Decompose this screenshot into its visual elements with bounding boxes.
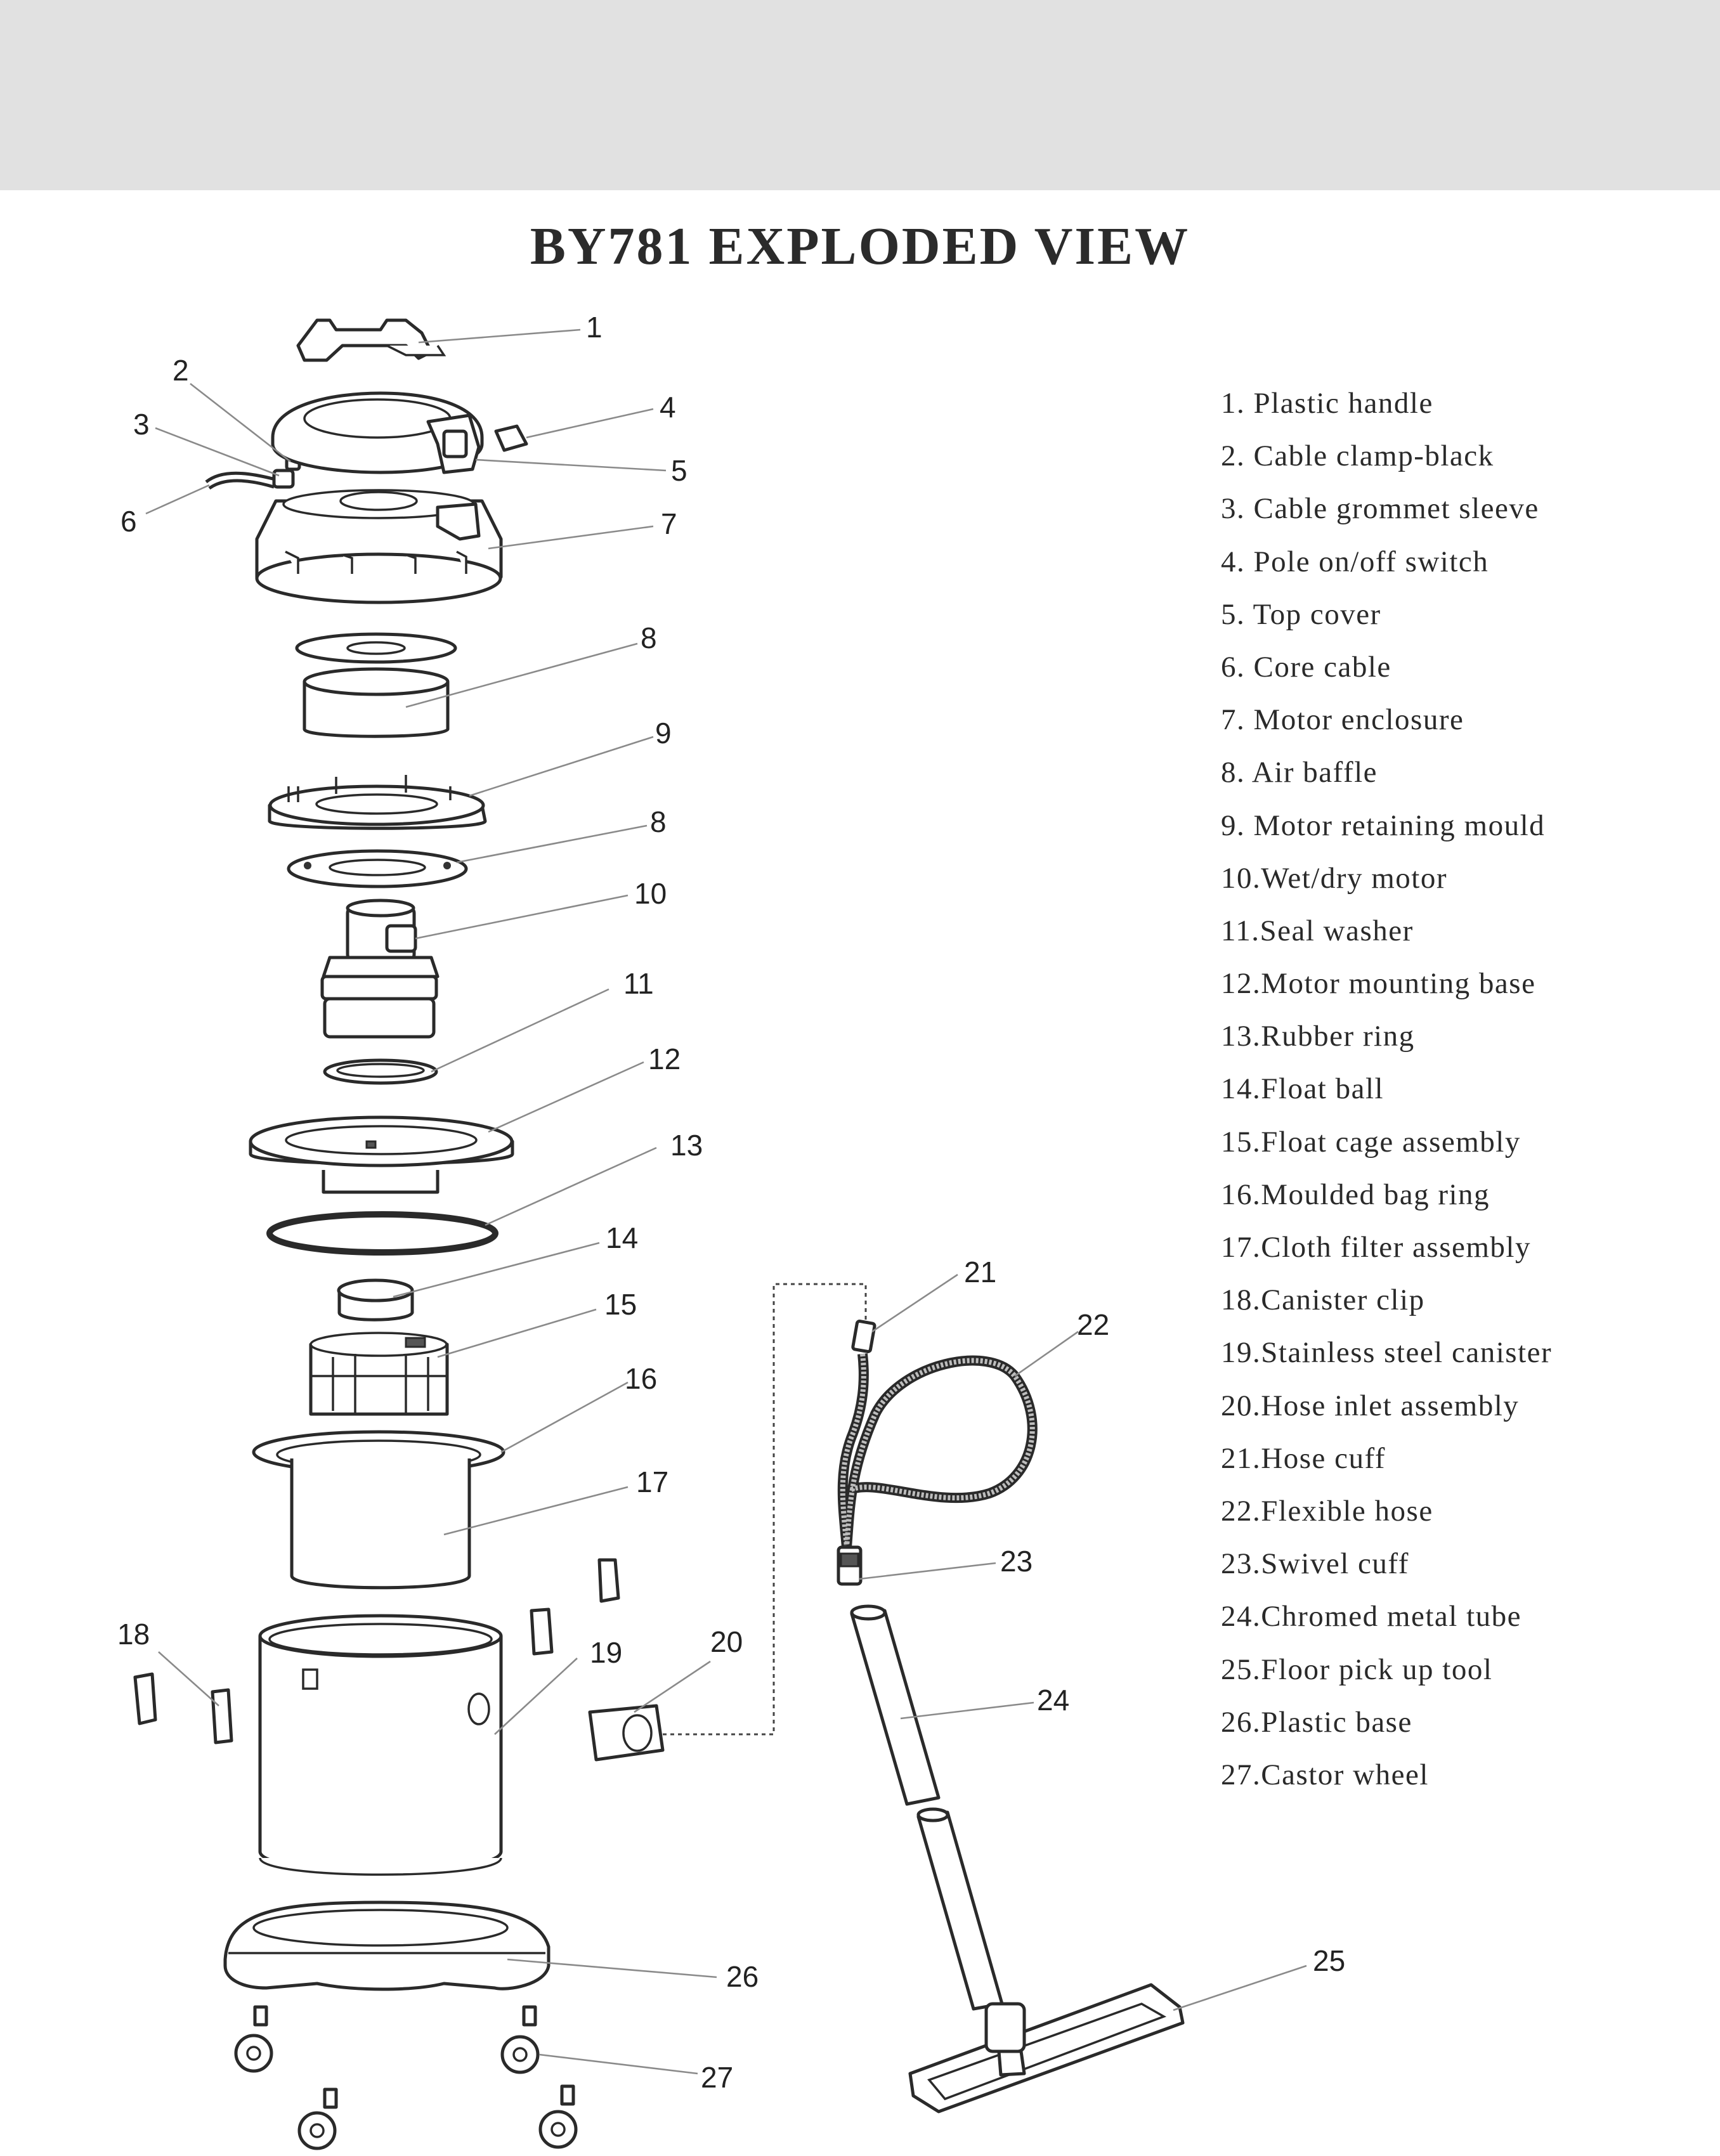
callout-8: 8 [641,621,657,654]
legend-item: 25.Floor pick up tool [1221,1653,1493,1686]
legend-item: 11.Seal washer [1221,914,1414,947]
callout-23: 23 [1000,1545,1033,1578]
callout-11: 11 [623,967,654,1000]
callout-19: 19 [590,1636,622,1669]
callout-1: 1 [586,311,603,344]
callout-24: 24 [1037,1684,1069,1717]
legend-item: 9. Motor retaining mould [1221,808,1546,842]
callout-18: 18 [117,1618,150,1651]
motor-retaining-mould-part [268,775,487,830]
callout-26: 26 [726,1960,759,1993]
legend-item: 10.Wet/dry motor [1221,861,1447,895]
callout-21: 21 [964,1256,996,1289]
float-ball-part [337,1278,414,1322]
legend-item: 16.Moulded bag ring [1221,1178,1490,1211]
callout-10: 10 [634,877,667,910]
legend-item: 12.Motor mounting base [1221,967,1536,1001]
chromed-metal-tube-part [850,1604,1004,2011]
legend-item: 13.Rubber ring [1221,1020,1415,1053]
cloth-filter-part [290,1458,471,1590]
callout-27: 27 [701,2061,733,2094]
callout-13: 13 [670,1129,703,1162]
legend-item: 8. Air baffle [1221,756,1378,789]
callout-7: 7 [661,507,677,540]
legend-item: 6. Core cable [1221,650,1391,684]
callout-4: 4 [660,391,676,424]
legend-item: 15.Float cage assembly [1221,1125,1521,1159]
legend-item: 21.Hose cuff [1221,1441,1386,1475]
legend-item: 24.Chromed metal tube [1221,1600,1521,1633]
callout-8b: 8 [650,805,667,838]
callout-20: 20 [710,1625,743,1658]
leader-lines [145,328,1307,2075]
legend-item: 19.Stainless steel canister [1221,1336,1553,1370]
legend-item: 27.Castor wheel [1221,1758,1429,1791]
legend-item: 20.Hose inlet assembly [1221,1389,1520,1422]
plastic-handle-part [296,318,446,362]
callout-6: 6 [121,505,137,538]
callout-15: 15 [604,1288,637,1321]
callout-3: 3 [133,408,150,441]
hose-route-dotted-line [663,1283,867,1736]
motor-mounting-base-part [249,1115,514,1194]
callout-22: 22 [1077,1308,1109,1341]
callout-16: 16 [625,1362,657,1395]
legend-item: 23.Swivel cuff [1221,1547,1409,1581]
castor-wheels-part [234,2005,578,2150]
legend-item: 1. Plastic handle [1221,387,1433,420]
legend-item: 22.Flexible hose [1221,1494,1433,1528]
legend-item: 26.Plastic base [1221,1705,1412,1739]
motor-enclosure-part [255,489,503,604]
air-baffle-upper-part [295,632,457,738]
floor-tool-part [908,1983,1185,2114]
wet-dry-motor-part [320,899,440,1039]
callout-17: 17 [636,1465,668,1498]
legend-item: 17.Cloth filter assembly [1221,1231,1531,1264]
legend-item: 7. Motor enclosure [1221,703,1464,737]
legend-item: 3. Cable grommet sleeve [1221,492,1539,526]
rubber-ring-part [266,1211,498,1256]
air-baffle-lower-part [287,849,468,888]
cable-assembly-part [205,456,301,490]
legend-item: 18.Canister clip [1221,1283,1425,1317]
callout-5: 5 [671,454,687,487]
callout-12: 12 [648,1042,681,1075]
flexible-hose-part [837,1320,1038,1586]
legend-item: 5. Top cover [1221,597,1381,631]
header-band [0,0,1720,190]
stainless-canister-part [258,1614,503,1876]
parts-legend: 1. Plastic handle 2. Cable clamp-black 3… [1221,377,1552,1802]
callout-25: 25 [1313,1944,1345,1977]
callout-2: 2 [173,354,189,387]
plastic-base-part [223,1900,551,1991]
hose-inlet-part [588,1704,665,1762]
canister-clips-part [133,1558,620,1744]
legend-item: 2. Cable clamp-black [1221,439,1494,473]
top-cover-part [271,391,528,474]
callout-numbers: 1 2 3 4 5 6 7 8 9 8 10 11 12 13 14 15 16… [117,311,1345,2094]
callout-9: 9 [655,717,672,750]
page-title: BY781 EXPLODED VIEW [530,217,1190,276]
callout-14: 14 [606,1221,638,1254]
float-cage-part [309,1332,449,1416]
legend-item: 4. Pole on/off switch [1221,545,1489,578]
legend-item: 14.Float ball [1221,1072,1384,1106]
seal-washer-part [323,1058,438,1085]
